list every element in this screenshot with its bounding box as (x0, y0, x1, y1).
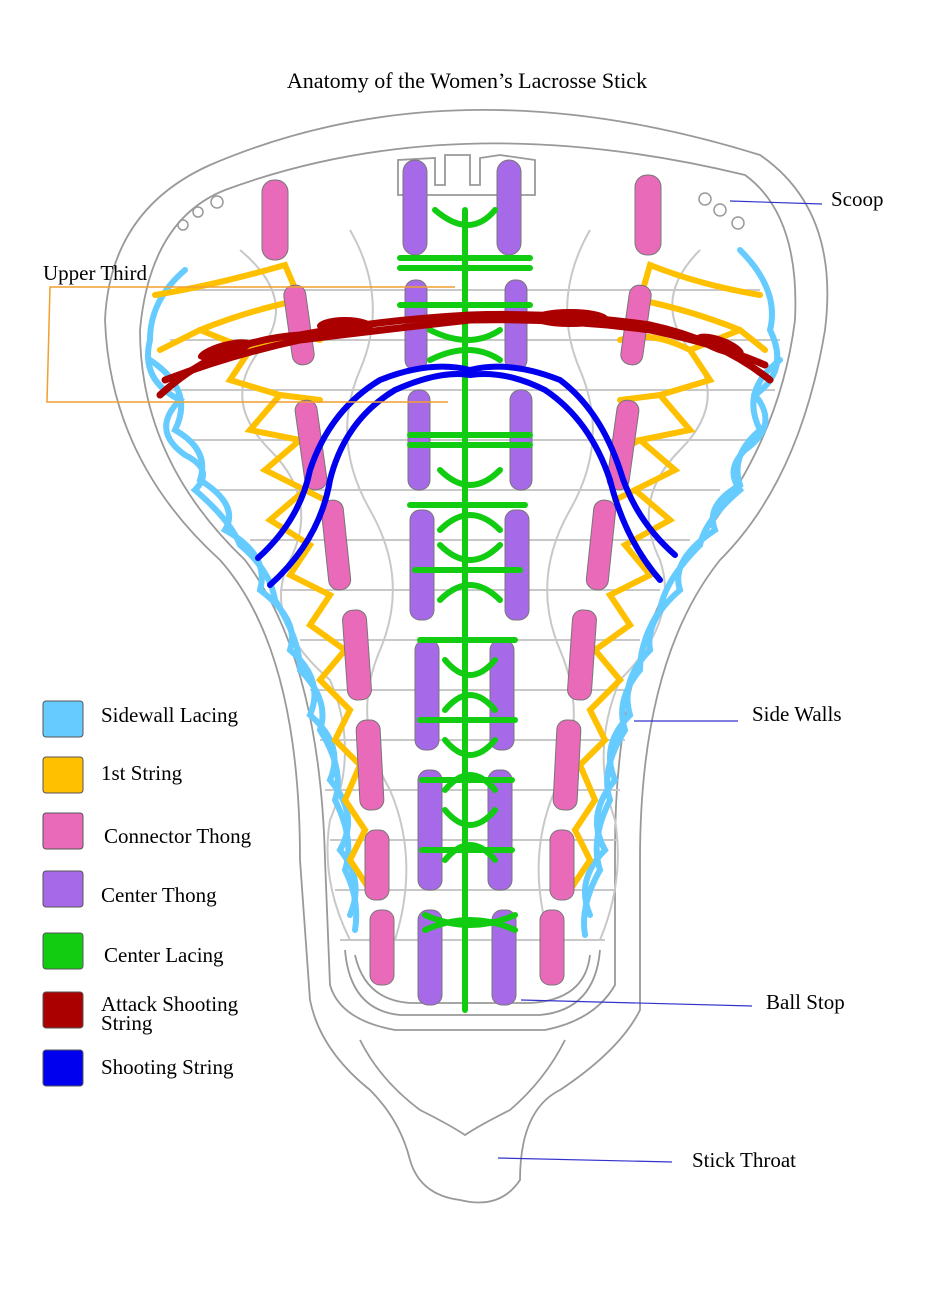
legend-label-connector-thong: Connector Thong (104, 824, 252, 848)
side-walls-label: Side Walls (752, 702, 842, 726)
throat-frame (359, 1039, 566, 1137)
upper-third-label: Upper Third (43, 261, 148, 285)
legend-label-sidewall-lacing: Sidewall Lacing (101, 703, 239, 727)
attack-shooting-knots (197, 309, 744, 361)
center-lacing (397, 207, 533, 1013)
scoop-label: Scoop (831, 187, 884, 211)
inner-frame (139, 142, 797, 1031)
connector-thongs (261, 174, 662, 986)
legend-label-attack-shooting-string-line2: String (101, 1011, 153, 1035)
callout-lines (497, 200, 823, 1163)
legend-swatch-first-string (42, 756, 84, 794)
scoop-holes (177, 192, 745, 231)
legend: Sidewall Lacing 1st String Connector Tho… (42, 700, 252, 1087)
shooting-string (255, 363, 678, 588)
legend-swatch-attack-shooting-string (42, 991, 84, 1029)
legend-label-attack-shooting-string-line1: Attack Shooting (101, 992, 239, 1016)
outer-frame (104, 109, 829, 1204)
legend-swatch-sidewall-lacing (42, 700, 84, 738)
attack-shooting-string (156, 310, 774, 399)
legend-label-first-string: 1st String (101, 761, 183, 785)
stick-head (104, 109, 829, 1204)
legend-swatch-shooting-string (42, 1049, 84, 1087)
stick-throat-label: Stick Throat (692, 1148, 796, 1172)
ball-stop-callout-line (520, 999, 753, 1007)
ball-stop-inner (354, 954, 591, 1004)
ball-stop-label: Ball Stop (766, 990, 845, 1014)
diagram-title: Anatomy of the Women’s Lacrosse Stick (287, 68, 647, 93)
stick-throat-callout-line (497, 1157, 673, 1163)
legend-swatch-connector-thong (42, 812, 84, 850)
legend-label-shooting-string: Shooting String (101, 1055, 234, 1079)
legend-swatch-center-lacing (42, 932, 84, 970)
ball-stop-frame (344, 949, 601, 1016)
legend-label-center-thong: Center Thong (101, 883, 217, 907)
scoop-notch (397, 154, 536, 196)
legend-label-center-lacing: Center Lacing (104, 943, 224, 967)
scoop-callout-line (729, 200, 823, 205)
legend-swatch-center-thong (42, 870, 84, 908)
upper-third-bracket (46, 286, 455, 403)
